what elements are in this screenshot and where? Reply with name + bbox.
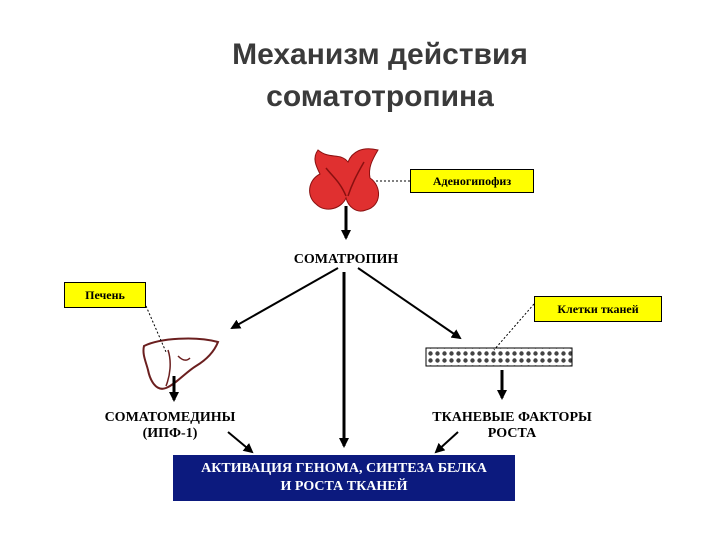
- result-box: АКТИВАЦИЯ ГЕНОМА, СИНТЕЗА БЕЛКА И РОСТА …: [173, 455, 515, 501]
- somatomedins-label: СОМАТОМЕДИНЫ (ИПФ-1): [84, 410, 256, 442]
- title-line-1: Механизм действия: [232, 38, 528, 71]
- tissue-factors-label: ТКАНЕВЫЕ ФАКТОРЫ РОСТА: [412, 410, 612, 442]
- result-line-2: И РОСТА ТКАНЕЙ: [280, 479, 408, 494]
- pituitary-gland-icon: [309, 148, 379, 212]
- hormone-label: СОМАТРОПИН: [293, 252, 399, 267]
- label-tissue-cells: Клетки тканей: [534, 296, 662, 322]
- label-liver: Печень: [64, 282, 146, 308]
- liver-icon: [142, 337, 220, 390]
- tissue-cells-icon: [425, 347, 573, 367]
- somatomedins-line-1: СОМАТОМЕДИНЫ: [104, 410, 236, 425]
- tissue-factors-line-2: РОСТА: [487, 426, 537, 441]
- label-adenohypophysis: Аденогипофиз: [410, 169, 534, 193]
- somatomedins-line-2: (ИПФ-1): [142, 426, 198, 441]
- slide-title: Механизм действия соматотропина: [150, 34, 610, 118]
- tissue-factors-line-1: ТКАНЕВЫЕ ФАКТОРЫ: [432, 410, 592, 425]
- title-line-2: соматотропина: [266, 80, 494, 113]
- result-line-1: АКТИВАЦИЯ ГЕНОМА, СИНТЕЗА БЕЛКА: [201, 461, 487, 476]
